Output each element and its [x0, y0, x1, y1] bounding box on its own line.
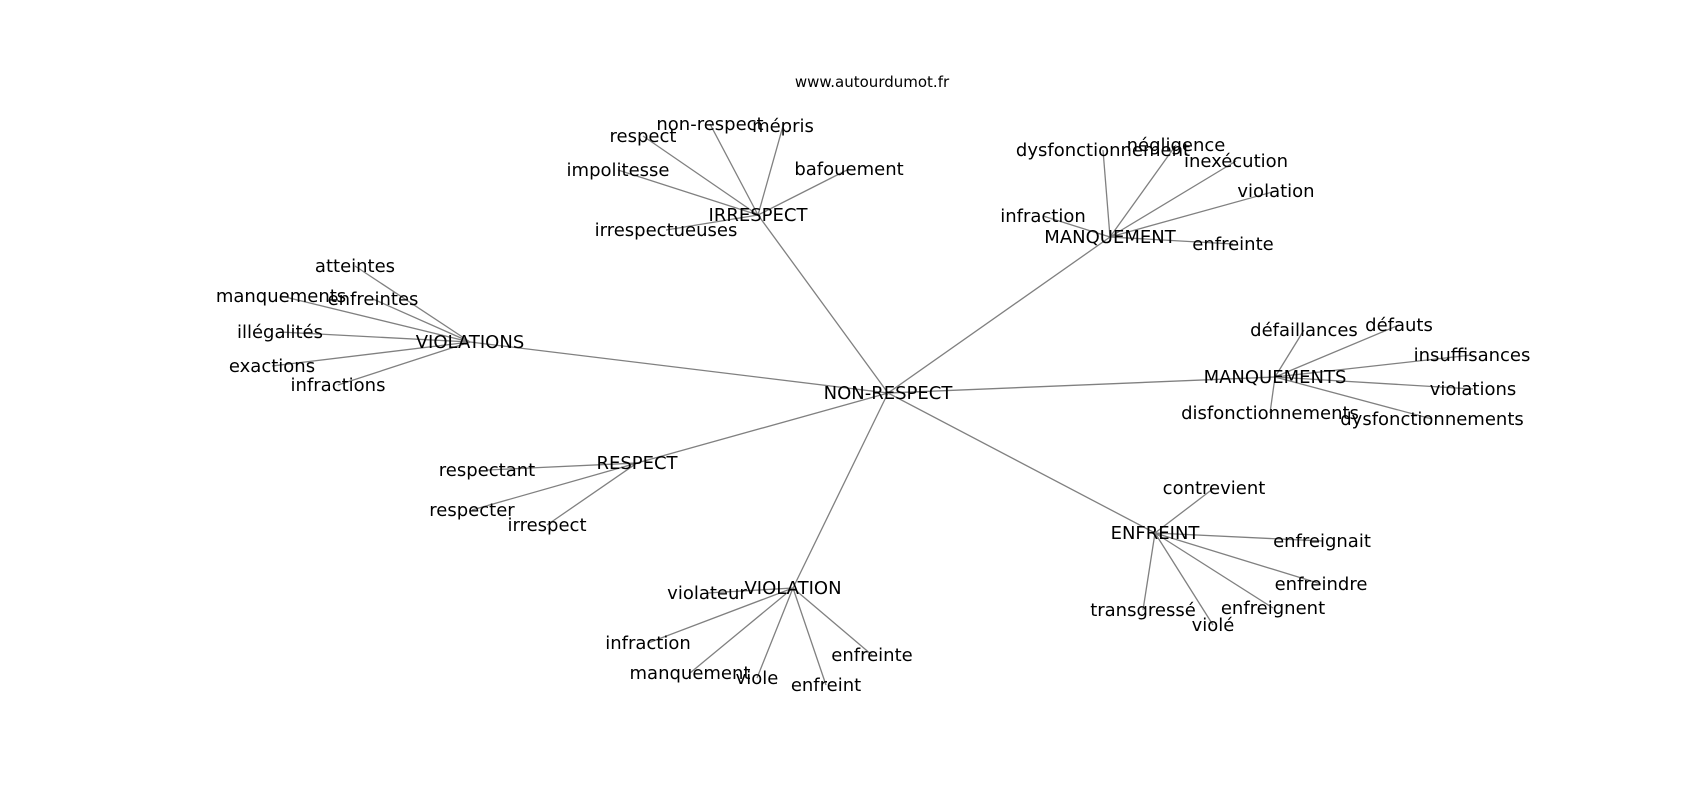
- node-leaf: contrevient: [1163, 478, 1266, 499]
- edge-irrespect-leaf: [642, 135, 759, 216]
- node-center: NON-RESPECT: [824, 383, 954, 404]
- edge-enfreint-leaf: [1154, 532, 1214, 626]
- node-leaf: atteintes: [315, 256, 395, 277]
- edge-violation-leaf: [792, 587, 827, 686]
- edge-manquement-leaf: [1109, 236, 1234, 245]
- node-leaf: respecter: [429, 500, 515, 521]
- edge-enfreint-leaf: [1154, 532, 1323, 542]
- edge-manquements-leaf: [1274, 354, 1473, 378]
- node-leaf: inexécution: [1184, 151, 1288, 172]
- edge-manquement-leaf: [1109, 190, 1277, 238]
- edge-enfreint-leaf: [1154, 532, 1274, 609]
- node-leaf: transgressé: [1090, 600, 1196, 621]
- edge-respect-leaf: [471, 462, 638, 511]
- node-leaf: enfreignait: [1273, 531, 1371, 552]
- edge-violations-leaf: [337, 341, 471, 386]
- edge-manquement-leaf: [1109, 144, 1177, 238]
- edge-manquements-leaf: [1274, 324, 1400, 378]
- node-leaf: irrespect: [508, 515, 587, 536]
- edge-manquements-leaf: [1274, 376, 1474, 390]
- edge-irrespect-leaf: [617, 169, 759, 216]
- edge-manquement-leaf: [1042, 215, 1111, 238]
- edge-respect-leaf: [546, 462, 638, 526]
- edge-respect-leaf: [486, 462, 638, 471]
- node-leaf: enfreignent: [1221, 598, 1325, 619]
- edge-enfreint-leaf: [1154, 532, 1322, 585]
- node-leaf: mépris: [752, 116, 814, 137]
- edge-violation-leaf: [706, 587, 794, 594]
- edge-enfreint-leaf: [1154, 487, 1215, 534]
- edge-manquements-leaf: [1274, 329, 1305, 378]
- edges-layer: [271, 123, 1474, 686]
- node-leaf: illégalités: [237, 322, 323, 343]
- node-leaf: manquements: [216, 286, 346, 307]
- node-leaf: violation: [1237, 181, 1314, 202]
- node-leaf: dysfonctionnements: [1340, 409, 1524, 430]
- node-leaf: infraction: [605, 633, 691, 654]
- node-leaf: enfreint: [791, 675, 861, 696]
- edge-manquements-leaf: [1274, 376, 1433, 420]
- node-hub-manquements: MANQUEMENTS: [1204, 367, 1347, 388]
- node-leaf: respect: [610, 126, 677, 147]
- edge-irrespect-leaf: [757, 168, 850, 216]
- edge-center-manquement: [887, 236, 1111, 394]
- node-leaf: négligence: [1127, 135, 1226, 156]
- node-leaf: manquement: [630, 663, 751, 684]
- node-leaf: défauts: [1365, 315, 1433, 336]
- node-leaf: insuffisances: [1414, 345, 1531, 366]
- edge-violations-leaf: [372, 298, 471, 343]
- edge-violations-leaf: [354, 265, 471, 343]
- edge-manquement-leaf: [1102, 149, 1111, 238]
- node-leaf: infractions: [291, 375, 386, 396]
- node-leaf: infraction: [1000, 206, 1086, 227]
- node-leaf: violations: [1430, 379, 1517, 400]
- edge-center-violation: [792, 392, 889, 589]
- node-leaf: irrespectueuses: [595, 220, 738, 241]
- node-hub-irrespect: IRRESPECT: [709, 205, 809, 226]
- node-hub-violations: VIOLATIONS: [416, 332, 525, 353]
- node-leaf: respectant: [439, 460, 535, 481]
- node-leaf: viole: [736, 668, 779, 689]
- node-leaf: violateur: [667, 583, 747, 604]
- node-hub-violation: VIOLATION: [744, 578, 841, 599]
- node-leaf: bafouement: [794, 159, 903, 180]
- edge-violations-leaf: [279, 331, 471, 343]
- node-leaf: dysfonctionnement: [1016, 140, 1190, 161]
- edge-violation-leaf: [647, 587, 794, 644]
- edge-violations-leaf: [271, 341, 471, 367]
- edge-center-enfreint: [887, 392, 1156, 534]
- edge-center-manquements: [887, 376, 1276, 394]
- node-leaf: disfonctionnements: [1181, 403, 1359, 424]
- edge-irrespect-leaf: [709, 123, 759, 216]
- node-leaf: enfreinte: [831, 645, 912, 666]
- edge-irrespect-leaf: [757, 125, 784, 216]
- edge-manquement-leaf: [1109, 160, 1237, 238]
- node-hub-respect: RESPECT: [596, 453, 678, 474]
- edge-manquements-leaf: [1269, 376, 1276, 414]
- edge-violation-leaf: [689, 587, 794, 674]
- node-hub-manquement: MANQUEMENT: [1044, 227, 1176, 248]
- node-leaf: violé: [1192, 615, 1235, 636]
- node-leaf: impolitesse: [567, 160, 670, 181]
- edge-violation-leaf: [756, 587, 794, 679]
- node-leaf: non-respect: [656, 114, 763, 135]
- node-leaf: enfreindre: [1275, 574, 1368, 595]
- edge-violation-leaf: [792, 587, 873, 656]
- edge-center-violations: [469, 341, 889, 394]
- source-url: www.autourdumot.fr: [795, 73, 950, 91]
- node-hub-enfreint: ENFREINT: [1111, 523, 1201, 544]
- edge-center-irrespect: [757, 214, 889, 394]
- edge-violations-leaf: [280, 295, 471, 343]
- edge-irrespect-leaf: [665, 214, 759, 231]
- node-leaf: enfreintes: [328, 289, 419, 310]
- edge-center-respect: [636, 392, 889, 464]
- node-leaf: défaillances: [1250, 320, 1358, 341]
- node-leaf: exactions: [229, 356, 315, 377]
- node-leaf: enfreinte: [1192, 234, 1273, 255]
- edge-enfreint-leaf: [1142, 532, 1156, 611]
